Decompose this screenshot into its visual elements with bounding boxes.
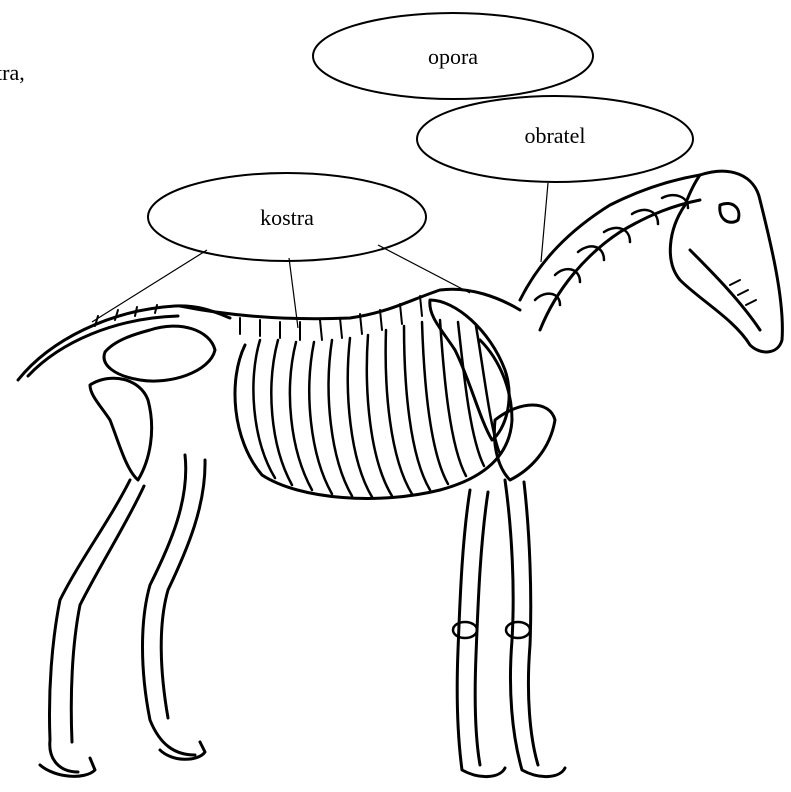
label-opora-text: opora	[428, 44, 478, 69]
leader-kostra-tail	[92, 250, 207, 322]
leader-kostra-withers	[378, 245, 470, 293]
skeleton-spine	[180, 289, 520, 318]
leader-obratel	[541, 183, 548, 262]
skeleton-front-leg-left	[457, 490, 505, 777]
label-kostra-text: kostra	[260, 205, 314, 230]
skeleton-hind-leg-left	[49, 480, 130, 772]
skeleton-hind-femur	[90, 378, 152, 480]
skeleton-front-leg-right	[505, 480, 565, 777]
skeleton-hind-hoof-left	[40, 758, 95, 776]
label-obratel-text: obratel	[524, 123, 585, 148]
neck-vertebrae	[535, 195, 688, 305]
skeleton-hind-leg-right	[143, 455, 196, 755]
label-obratel: obratel	[417, 96, 693, 182]
skeleton-front-joints	[453, 622, 530, 638]
label-opora: opora	[313, 13, 593, 99]
skeleton-ribs	[253, 320, 500, 497]
skeleton-eye-socket	[720, 203, 739, 222]
skeleton-skull	[670, 171, 782, 352]
skeleton-humerus	[494, 405, 555, 480]
horse-skeleton-illustration	[18, 171, 782, 776]
skeleton-teeth	[730, 280, 756, 305]
skeleton-pelvis	[104, 326, 215, 381]
